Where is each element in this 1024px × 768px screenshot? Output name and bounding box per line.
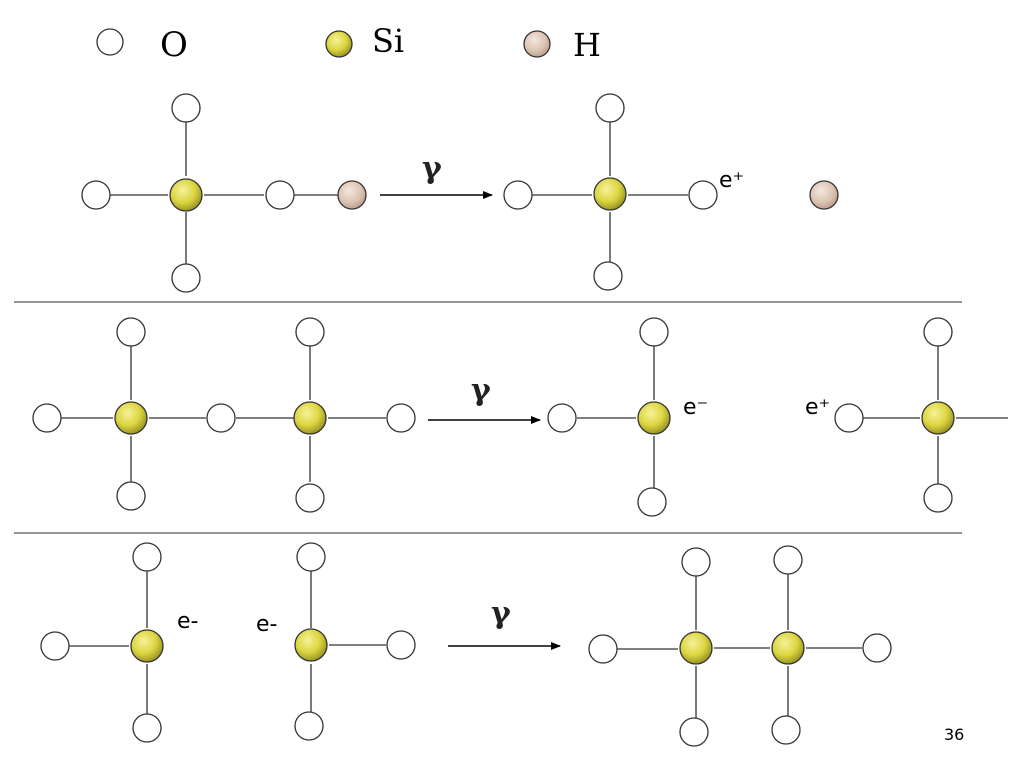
oxygen-atom: [547, 403, 577, 433]
silicon-atom: [130, 629, 164, 663]
gamma-label: γ: [491, 596, 511, 631]
electron-label: e⁻: [683, 395, 708, 420]
silicon-atom: [593, 177, 627, 211]
silicon-atom: [293, 401, 327, 435]
silicon-atom: [771, 631, 805, 665]
page-number: 36: [944, 725, 964, 744]
oxygen-atom: [132, 542, 162, 572]
gamma-label: γ: [422, 151, 442, 186]
hydrogen-atom: [337, 180, 367, 210]
oxygen-atom: [923, 317, 953, 347]
silicon-atom: [294, 628, 328, 662]
oxygen-atom: [595, 93, 625, 123]
oxygen-atom: [688, 180, 718, 210]
oxygen-atom: [637, 487, 667, 517]
legend: O Si H: [96, 22, 601, 65]
oxygen-atom: [296, 542, 326, 572]
legend-silicon-label: Si: [372, 22, 404, 60]
oxygen-atom: [639, 317, 669, 347]
oxygen-atom: [679, 717, 709, 747]
legend-hydrogen-label: H: [573, 26, 601, 64]
oxygen-atom: [386, 630, 416, 660]
silicon-atom: [637, 401, 671, 435]
oxygen-atom: [681, 547, 711, 577]
legend-oxygen-label: O: [160, 25, 188, 65]
positive-hole-label: e⁺: [719, 168, 744, 193]
oxygen-atom: [295, 483, 325, 513]
hydrogen-atom: [809, 180, 839, 210]
oxygen-atom: [116, 317, 146, 347]
oxygen-atom: [294, 711, 324, 741]
electron-label: e-: [256, 612, 277, 637]
legend-hydrogen-icon: [523, 30, 551, 58]
oxygen-atom: [32, 403, 62, 433]
silicon-atom: [921, 401, 955, 435]
gamma-label: γ: [471, 373, 491, 408]
oxygen-atom: [773, 545, 803, 575]
oxygen-atom: [386, 403, 416, 433]
oxygen-atom: [923, 483, 953, 513]
legend-silicon-icon: [325, 30, 353, 58]
row-1-reactant: [81, 93, 367, 293]
oxygen-atom: [295, 317, 325, 347]
oxygen-atom: [265, 180, 295, 210]
silicon-atom: [169, 178, 203, 212]
row-3-product: [588, 545, 892, 747]
oxygen-atom: [40, 631, 70, 661]
legend-oxygen-icon: [96, 28, 124, 56]
oxygen-atom: [171, 263, 201, 293]
silicon-atom: [114, 401, 148, 435]
oxygen-atom: [132, 713, 162, 743]
oxygen-atom: [116, 481, 146, 511]
positive-hole-label: e⁺: [805, 395, 830, 420]
oxygen-atom: [771, 715, 801, 745]
row-2-reactant: [32, 317, 416, 513]
silicon-atom: [679, 631, 713, 665]
row-1-product: [503, 93, 839, 291]
oxygen-atom: [834, 403, 864, 433]
row-2-product: [547, 317, 1008, 517]
oxygen-atom: [503, 180, 533, 210]
oxygen-atom: [206, 403, 236, 433]
oxygen-atom: [862, 633, 892, 663]
oxygen-atom: [81, 180, 111, 210]
oxygen-atom: [588, 634, 618, 664]
oxygen-atom: [593, 261, 623, 291]
row-3-reactant: [40, 542, 416, 743]
electron-label: e-: [177, 609, 198, 634]
oxygen-atom: [171, 93, 201, 123]
